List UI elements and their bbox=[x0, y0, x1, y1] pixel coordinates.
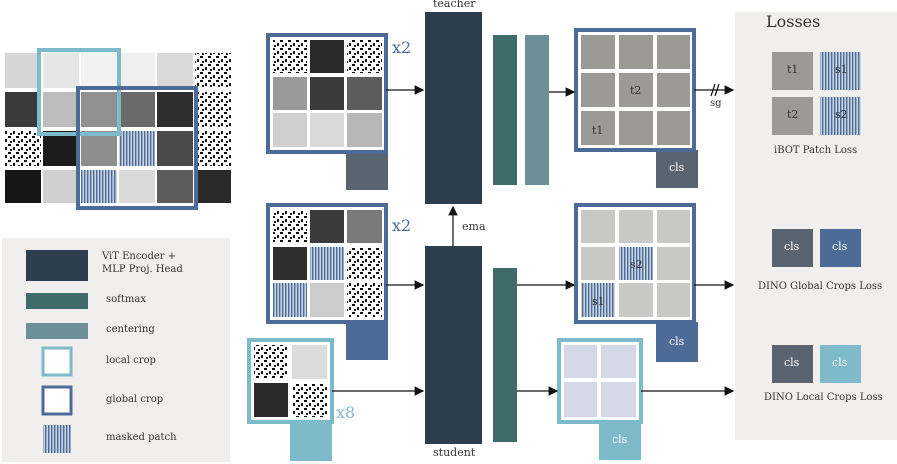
teacher-softmax-bar bbox=[493, 35, 517, 185]
teacher-label: teacher bbox=[433, 0, 476, 10]
legend-softmax-swatch bbox=[26, 293, 88, 309]
legend-masked-patch-label: masked patch bbox=[106, 432, 177, 443]
source-patches bbox=[5, 53, 231, 203]
teacher-t1-label: t1 bbox=[592, 124, 604, 137]
student-softmax-bar bbox=[493, 268, 517, 442]
legend-local-crop-label: local crop bbox=[106, 355, 156, 366]
local-crop-bottom bbox=[247, 338, 334, 461]
dino-local-loss-label: DINO Local Crops Loss bbox=[764, 392, 883, 403]
student-s1-label: s1 bbox=[592, 295, 605, 308]
flow-arrows bbox=[332, 83, 735, 396]
source-global-crop-outline bbox=[76, 86, 198, 210]
dino-local-cls-student-text: cls bbox=[832, 356, 848, 369]
teacher-output-grid bbox=[574, 28, 698, 188]
dino-global-loss-label: DINO Global Crops Loss bbox=[758, 281, 883, 292]
ibot-t2-box bbox=[772, 97, 813, 135]
student-encoder bbox=[425, 246, 482, 444]
student-label: student bbox=[433, 446, 476, 459]
legend-encoder-swatch bbox=[26, 250, 88, 281]
student-global-output-grid bbox=[574, 203, 698, 362]
ibot-t2-text: t2 bbox=[787, 108, 799, 121]
global-crop-top bbox=[266, 33, 388, 190]
student-global-cls-label: cls bbox=[669, 335, 685, 348]
ibot-t1-text: t1 bbox=[787, 63, 799, 76]
teacher-t2-label: t2 bbox=[630, 84, 642, 97]
dino-local-teacher-cls bbox=[772, 345, 813, 383]
legend-local-crop-swatch bbox=[41, 346, 73, 377]
legend-masked-patch-swatch bbox=[43, 425, 71, 453]
x2-mid-label: x2 bbox=[392, 216, 412, 235]
x8-label: x8 bbox=[336, 403, 356, 422]
ibot-s2-text: s2 bbox=[835, 108, 848, 121]
ibot-s2-box bbox=[820, 97, 861, 135]
dino-global-cls-student-text: cls bbox=[832, 240, 848, 253]
student-s2-label: s2 bbox=[630, 258, 643, 271]
teacher-encoder bbox=[425, 12, 482, 204]
source-image bbox=[5, 48, 231, 210]
dino-local-cls-teacher-text: cls bbox=[784, 356, 800, 369]
x2-top-label: x2 bbox=[392, 38, 412, 57]
ibot-loss-label: iBOT Patch Loss bbox=[774, 145, 858, 156]
ema-label: ema bbox=[462, 220, 486, 233]
ibot-t1-box bbox=[772, 52, 813, 90]
teacher-centering-bar bbox=[525, 35, 549, 185]
student-local-output-grid bbox=[557, 338, 643, 460]
ibot-s1-text: s1 bbox=[835, 63, 848, 76]
legend-encoder-line1: ViT Encoder + bbox=[102, 251, 177, 262]
losses-panel bbox=[735, 12, 897, 440]
legend-centering-label: centering bbox=[106, 324, 155, 335]
dino-global-teacher-cls bbox=[772, 229, 813, 267]
legend-global-crop-swatch bbox=[41, 385, 73, 416]
losses-title: Losses bbox=[766, 12, 821, 31]
teacher-cls-label: cls bbox=[669, 161, 685, 174]
dino-global-cls-teacher-text: cls bbox=[784, 240, 800, 253]
legend-softmax-label: softmax bbox=[106, 294, 146, 305]
legend-centering-swatch bbox=[26, 323, 88, 339]
student-local-cls-label: cls bbox=[612, 433, 628, 446]
dino-global-student-cls bbox=[820, 229, 861, 267]
legend-encoder-line2: MLP Proj. Head bbox=[102, 264, 183, 275]
global-crop-mid bbox=[266, 203, 388, 360]
ibot-s1-box bbox=[820, 52, 861, 90]
dino-local-student-cls bbox=[820, 345, 861, 383]
legend-global-crop-label: global crop bbox=[106, 394, 164, 405]
sg-label: sg bbox=[710, 98, 722, 109]
